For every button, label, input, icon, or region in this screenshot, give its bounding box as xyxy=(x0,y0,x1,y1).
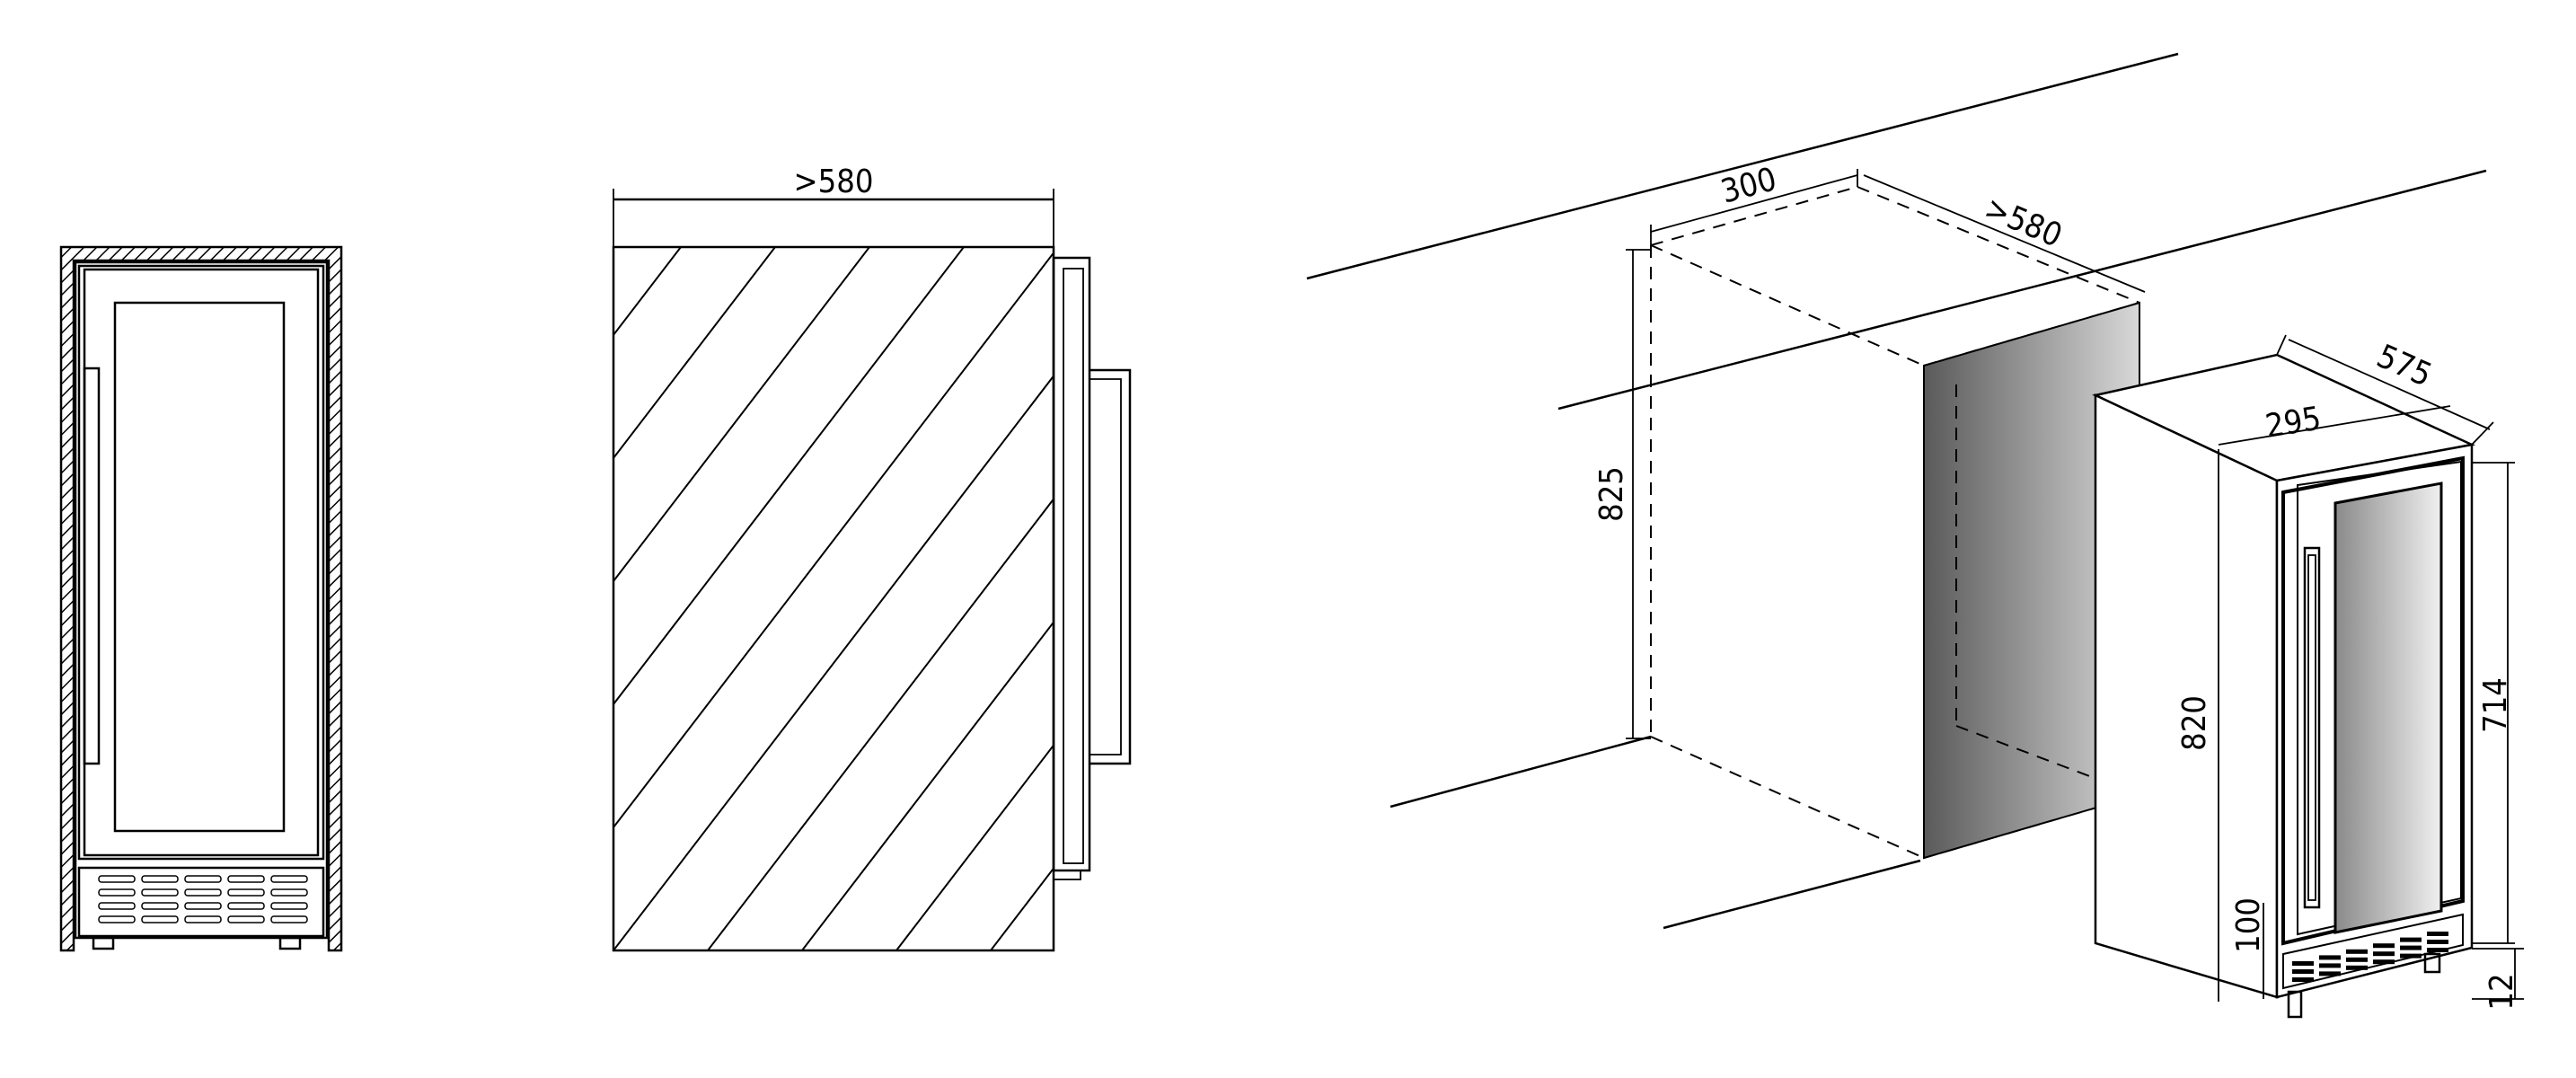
unit-depth-label: 575 xyxy=(2371,338,2437,394)
section-hatch xyxy=(613,247,1054,950)
base-height-label: 100 xyxy=(2230,897,2267,953)
niche-width-dimension: 300 xyxy=(1650,161,1858,245)
base-height-dimension: 100 xyxy=(2230,897,2267,999)
vent-grille xyxy=(98,875,308,923)
installation-view: 300 >580 825 xyxy=(1306,52,2524,1019)
front-view xyxy=(59,245,343,952)
unit-width-dimension: 295 xyxy=(2218,401,2451,446)
niche-depth-dimension: >580 xyxy=(1863,174,2146,293)
side-width-label: >580 xyxy=(794,163,874,200)
unit-height-dimension: 820 xyxy=(2176,449,2219,1002)
cabinet-body-section xyxy=(612,245,1055,952)
unit-width-label: 295 xyxy=(2263,401,2323,446)
vent-grille xyxy=(2292,932,2448,982)
niche-width-label: 300 xyxy=(1717,161,1780,211)
niche-height-label: 825 xyxy=(1593,466,1630,522)
side-view: >580 xyxy=(612,163,1132,952)
feet-height-dimension: 12 xyxy=(2472,948,2524,1011)
door-height-dimension: 714 xyxy=(2472,462,2515,944)
wine-cooler-front-icon xyxy=(59,245,343,952)
feet-height-label: 12 xyxy=(2483,973,2520,1010)
niche-depth-label: >580 xyxy=(1980,190,2068,254)
door-height-label: 714 xyxy=(2477,677,2514,733)
handle-profile xyxy=(1090,368,1132,765)
unit-height-label: 820 xyxy=(2176,695,2213,751)
wine-cooler-unit xyxy=(2092,353,2476,1019)
niche-height-dimension: 825 xyxy=(1593,249,1651,739)
door-profile xyxy=(1052,256,1091,872)
